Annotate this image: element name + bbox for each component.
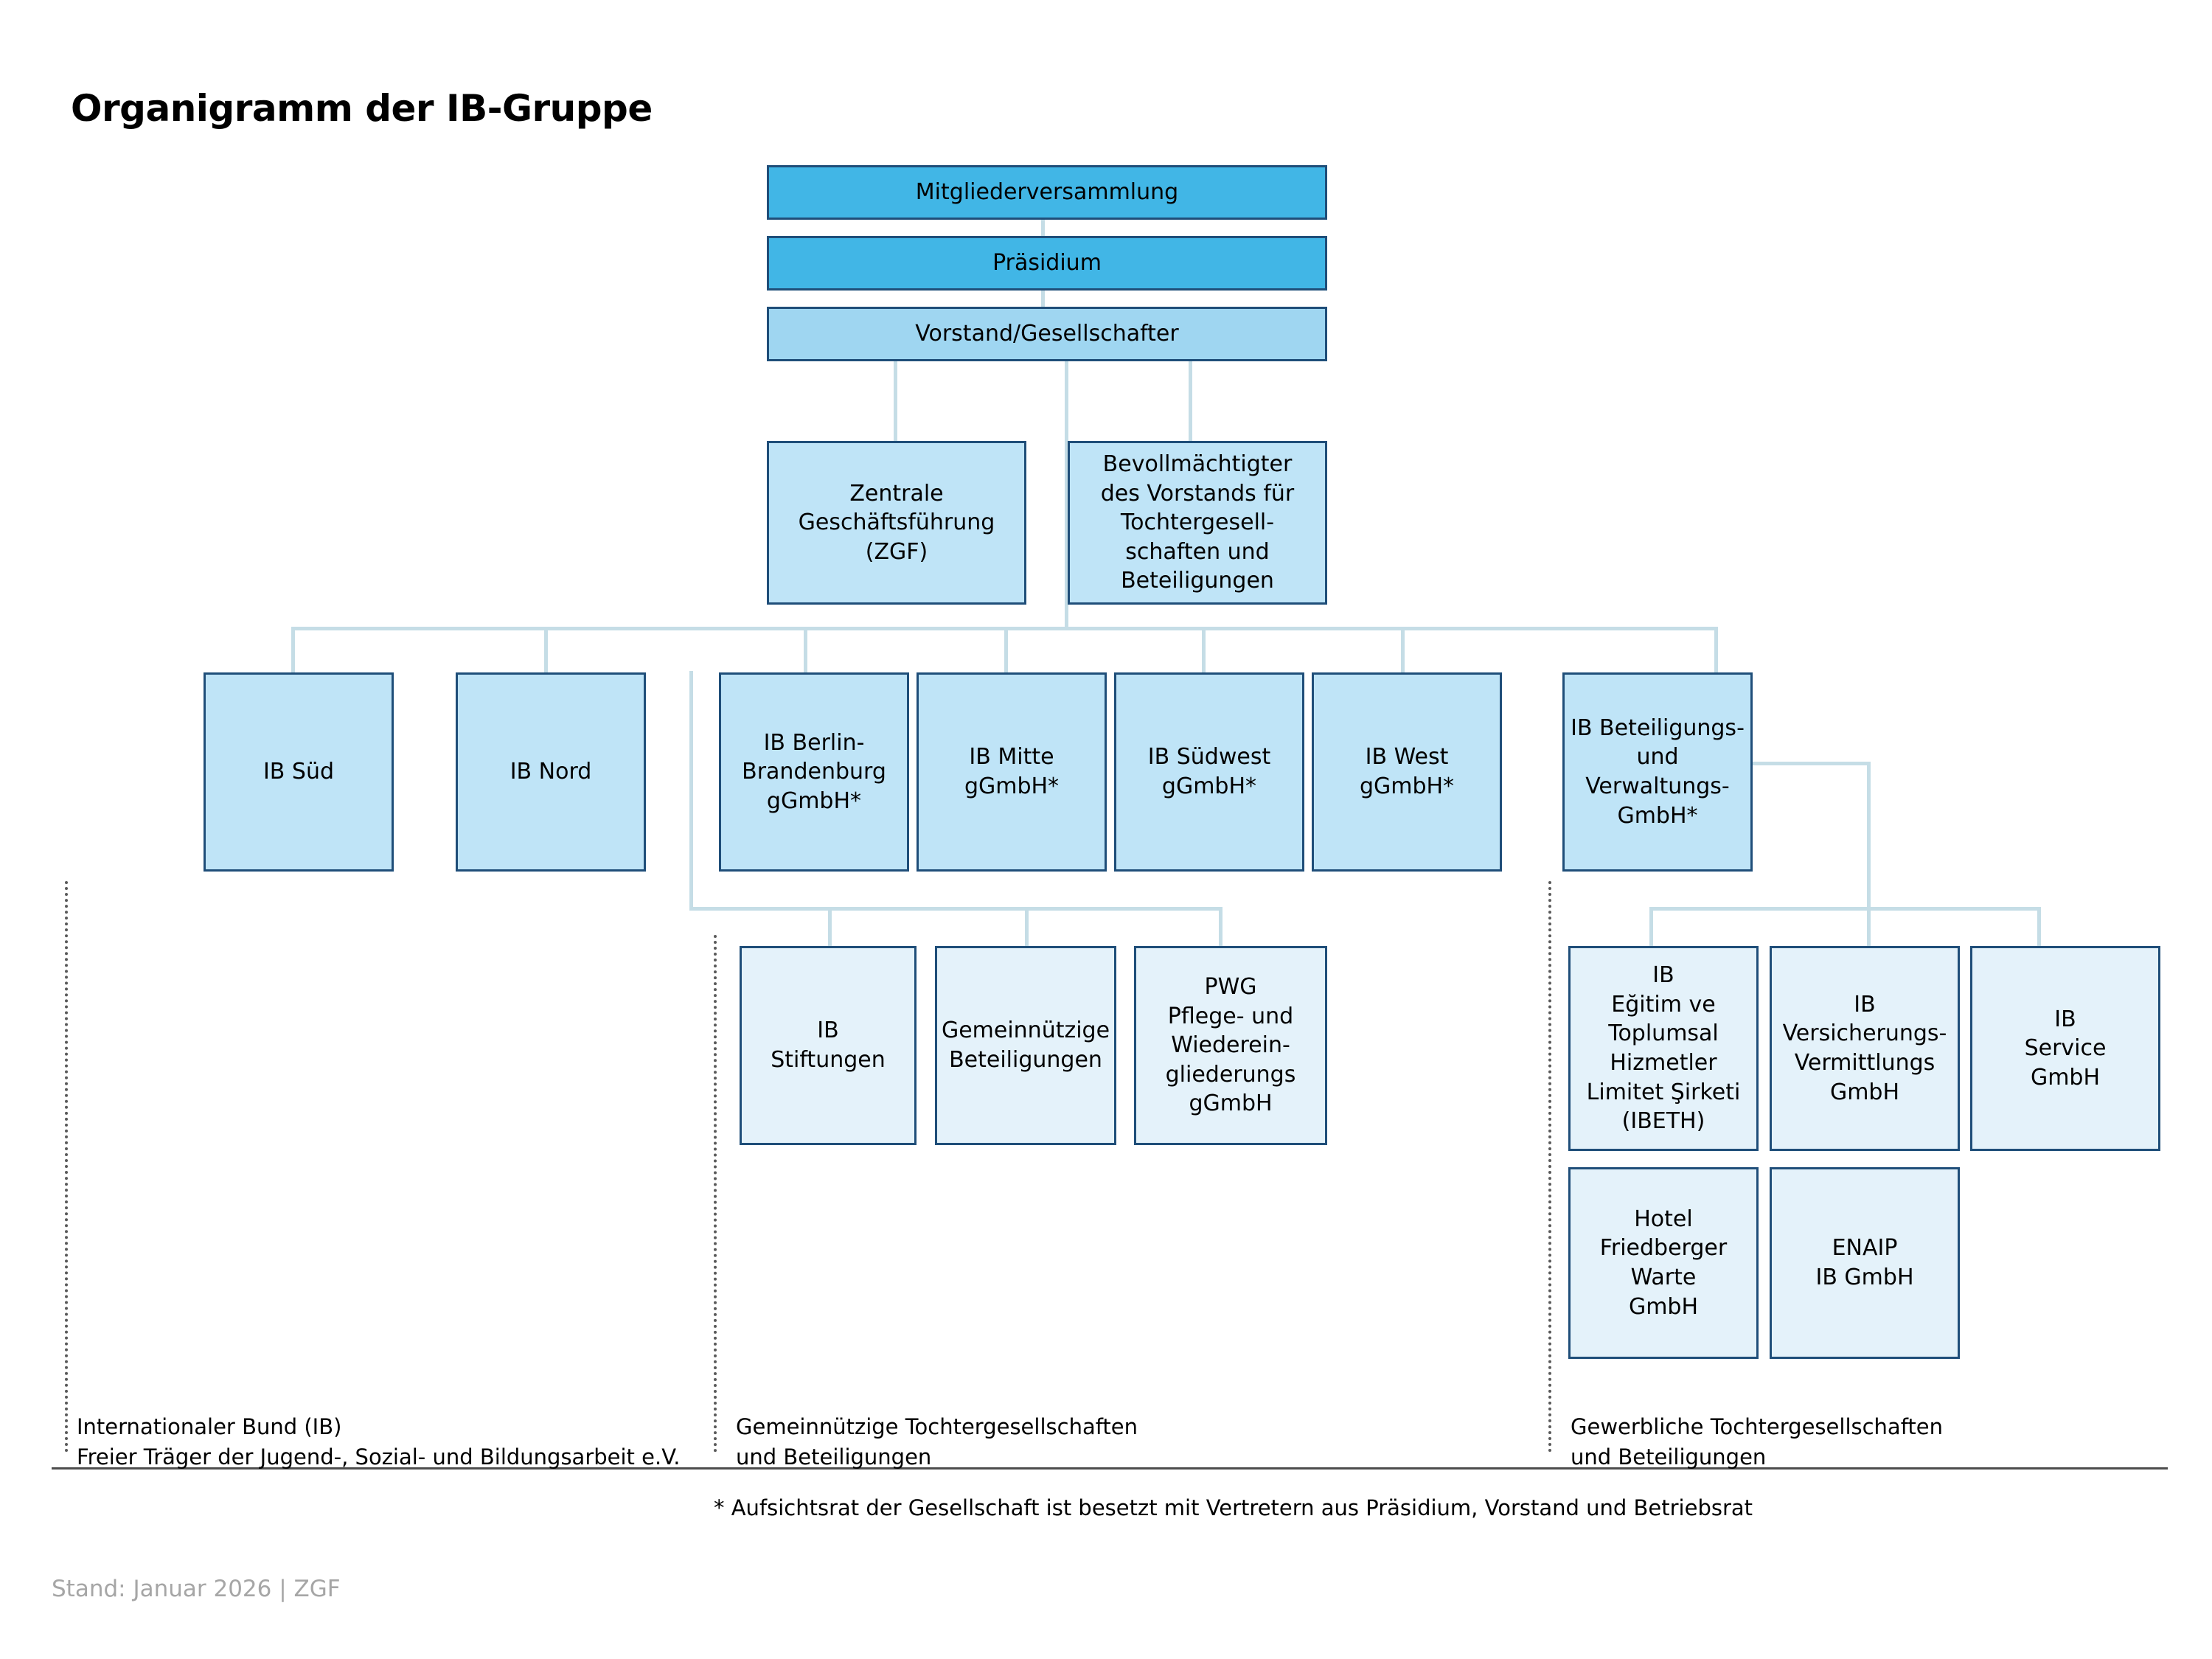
node-label: Vorstand/Gesellschafter (915, 321, 1179, 347)
node-label: IB Mitte gGmbH* (964, 744, 1060, 799)
connector-gewerblich-versicherung (1867, 907, 1871, 977)
node-label: Hotel Friedberger Warte GmbH (1599, 1206, 1728, 1320)
caption-gemeinnuetzige: Gemeinnützige Tochtergesellschaften und … (736, 1414, 1138, 1470)
node-ib-mitte[interactable]: IB Mitte gGmbH* (917, 672, 1107, 872)
page-title: Organigramm der IB-Gruppe (71, 87, 653, 130)
node-ib-beteiligungs-verwaltungs[interactable]: IB Beteiligungs- und Verwaltungs- GmbH* (1562, 672, 1753, 872)
node-label: IB Südwest gGmbH* (1147, 744, 1271, 799)
node-praesidium[interactable]: Präsidium (767, 236, 1327, 291)
connector-gemeinnuetzig-drop (689, 671, 693, 911)
node-ib-west[interactable]: IB West gGmbH* (1312, 672, 1502, 872)
separator-rechts (1548, 881, 1551, 1453)
node-ib-stiftungen[interactable]: IB Stiftungen (740, 946, 917, 1145)
node-label: IB Berlin- Brandenburg gGmbH* (742, 729, 886, 814)
connector-gewerblich-drop (1867, 762, 1871, 909)
node-gemeinnuetzige-beteiligungen[interactable]: Gemeinnützige Beteiligungen (935, 946, 1116, 1145)
node-label: IB Süd (262, 759, 335, 785)
node-label: ENAIP IB GmbH (1815, 1235, 1914, 1290)
connector-bus-ib-berlin (804, 627, 807, 672)
connector-bus-ib-mitte (1004, 627, 1008, 672)
node-label: IB West gGmbH* (1359, 744, 1455, 799)
node-label: Präsidium (992, 250, 1102, 276)
connector-bus-ib-nord (544, 627, 548, 672)
node-label: IB Versicherungs- Vermittlungs GmbH (1782, 991, 1947, 1105)
node-ib-suedwest[interactable]: IB Südwest gGmbH* (1114, 672, 1304, 872)
stand-footer: Stand: Januar 2026 | ZGF (52, 1576, 341, 1602)
connector-gewerblich-elbow (1752, 762, 1870, 765)
node-label: IB Beteiligungs- und Verwaltungs- GmbH* (1571, 714, 1745, 829)
connector-gewerblich-bus (1649, 907, 2040, 911)
footnote-aufsichtsrat: * Aufsichtsrat der Gesellschaft ist bese… (714, 1495, 1753, 1520)
connector-gemeinnuetzig-bus (689, 907, 1220, 911)
node-enaip-ib[interactable]: ENAIP IB GmbH (1770, 1167, 1960, 1359)
node-ibeth[interactable]: IB Eğitim ve Toplumsal Hizmetler Limitet… (1568, 946, 1759, 1151)
node-label: IB Nord (509, 759, 592, 785)
node-ib-nord[interactable]: IB Nord (456, 672, 646, 872)
node-ib-berlin-brandenburg[interactable]: IB Berlin- Brandenburg gGmbH* (719, 672, 909, 872)
caption-gewerbliche: Gewerbliche Tochtergesellschaften und Be… (1571, 1414, 1943, 1470)
node-ib-sued[interactable]: IB Süd (204, 672, 394, 872)
node-label: Bevollmächtigter des Vorstands für Tocht… (1100, 451, 1295, 594)
node-label: IB Service GmbH (2024, 1006, 2107, 1091)
node-bevollmaechtigter[interactable]: Bevollmächtigter des Vorstands für Tocht… (1068, 441, 1327, 605)
connector-gemeinnuetzig-pwg (1219, 907, 1222, 977)
node-label: IB Eğitim ve Toplumsal Hizmetler Limitet… (1586, 962, 1741, 1135)
node-zgf[interactable]: Zentrale Geschäftsführung (ZGF) (767, 441, 1026, 605)
node-ib-service[interactable]: IB Service GmbH (1970, 946, 2160, 1151)
connector-gemeinnuetzig-stiftungen (828, 907, 832, 977)
node-label: Zentrale Geschäftsführung (ZGF) (798, 480, 995, 565)
node-mitgliederversammlung[interactable]: Mitgliederversammlung (767, 165, 1327, 220)
connector-bus-ib-west (1401, 627, 1405, 672)
connector-bevollmaechtigter-stub (1065, 603, 1068, 630)
node-pwg[interactable]: PWG Pflege- und Wiederein- gliederungs g… (1134, 946, 1327, 1145)
connector-vorstand-bevollmaechtigter (1189, 360, 1192, 441)
node-label: IB Stiftungen (771, 1018, 886, 1073)
connector-bus-ib-sued (291, 627, 295, 672)
connector-praesidium-vorstand (1041, 289, 1045, 321)
connector-vorstand-spine (1065, 360, 1068, 627)
node-hotel-friedberger-warte[interactable]: Hotel Friedberger Warte GmbH (1568, 1167, 1759, 1359)
node-ib-versicherungs-vermittlungs[interactable]: IB Versicherungs- Vermittlungs GmbH (1770, 946, 1960, 1151)
separator-links (65, 881, 68, 1453)
node-label: Mitgliederversammlung (915, 179, 1179, 206)
connector-gewerblich-ibeth (1649, 907, 1653, 977)
connector-gewerblich-service (2037, 907, 2041, 977)
horizontal-rule (52, 1467, 2168, 1470)
connector-bus-ib-beteiligungs (1714, 627, 1718, 672)
node-label: Gemeinnützige Beteiligungen (941, 1018, 1110, 1073)
node-label: PWG Pflege- und Wiederein- gliederungs g… (1165, 974, 1296, 1117)
caption-internationaler-bund: Internationaler Bund (IB) Freier Träger … (77, 1414, 681, 1470)
connector-bus-ib-suedwest (1202, 627, 1206, 672)
node-vorstand-gesellschafter[interactable]: Vorstand/Gesellschafter (767, 307, 1327, 361)
connector-vorstand-zgf (894, 360, 897, 441)
separator-mitte (714, 935, 717, 1453)
connector-gemeinnuetzig-beteiligungen (1025, 907, 1029, 977)
